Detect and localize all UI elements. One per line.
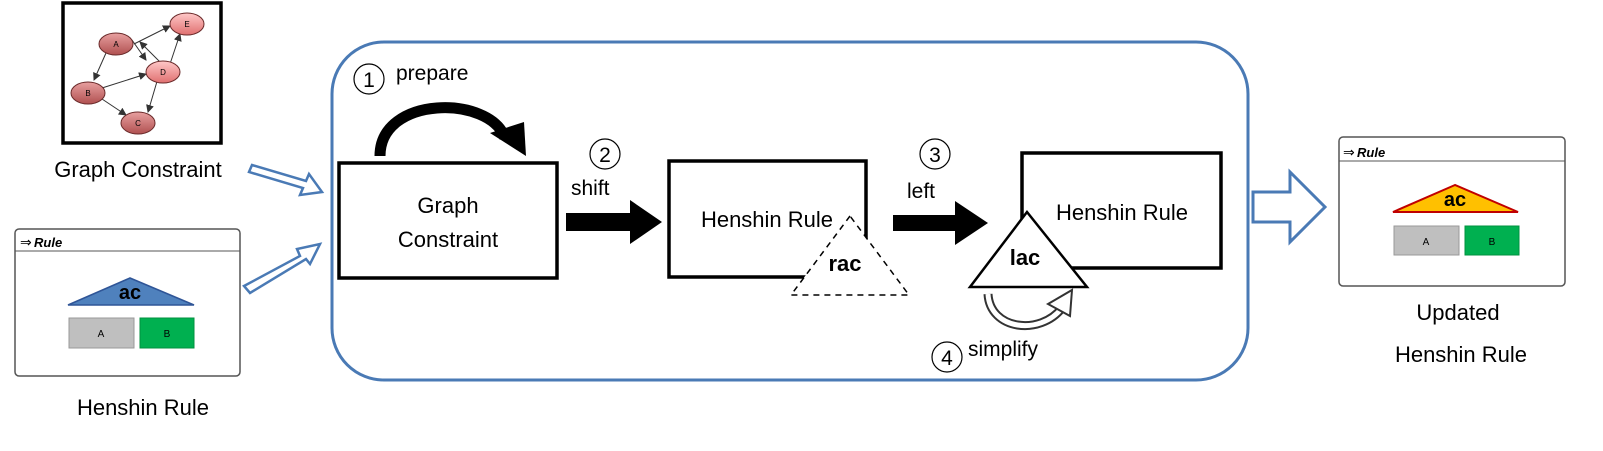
input-graph-label: Graph Constraint — [54, 157, 222, 182]
graph-node-a: A — [98, 32, 134, 56]
svg-text:C: C — [135, 119, 141, 128]
shift-arrow — [566, 200, 662, 244]
input-node-b — [139, 317, 195, 349]
rac-label: rac — [828, 251, 861, 276]
input-ac-triangle — [67, 277, 195, 306]
left-arrow — [893, 201, 988, 245]
lac-triangle — [967, 209, 1090, 289]
output-label-line1: Updated — [1416, 300, 1499, 325]
step-2-number: 2 — [599, 144, 611, 167]
rule-arrow-icon: ⇒ — [20, 234, 32, 250]
input-ac-label: ac — [119, 282, 141, 304]
step-3-number: 3 — [929, 144, 941, 167]
step-2-number-circle — [589, 138, 621, 170]
step-1: 1 prepare — [353, 62, 468, 95]
output-ac-label: ac — [1444, 189, 1466, 211]
henshin-rule-2-label: Henshin Rule — [1056, 200, 1188, 225]
graph-edges — [93, 25, 182, 116]
input-arrow-rule — [242, 242, 323, 295]
step-1-number: 1 — [363, 69, 375, 92]
input-rule-header: Rule — [34, 235, 62, 250]
simplify-loop-arrow — [983, 288, 1074, 331]
prepare-loop-arrow — [374, 102, 526, 157]
step-1-number-circle — [353, 63, 385, 95]
rac-triangle — [789, 214, 911, 296]
step-2-label: shift — [571, 177, 610, 200]
step-4: 4 simplify — [931, 338, 1039, 373]
step-2: 2 shift — [571, 138, 621, 200]
input-rule-label: Henshin Rule — [77, 395, 209, 420]
graph-node-b: B — [70, 81, 106, 105]
svg-text:D: D — [160, 68, 166, 77]
input-graph-constraint: A E D B C Graph Constraint — [54, 1, 223, 182]
graph-constraint-line2: Constraint — [398, 227, 498, 252]
graph-constraint-line1: Graph — [417, 193, 478, 218]
henshin-rule-box-1: Henshin Rule rac — [667, 159, 911, 296]
input-henshin-rule: ⇒ Rule ac A B Henshin Rule — [14, 228, 241, 420]
output-ac-triangle — [1392, 183, 1519, 213]
lac-label: lac — [1010, 245, 1041, 270]
output-rule-header: Rule — [1357, 145, 1385, 160]
output-node-b-label: B — [1489, 237, 1496, 248]
step-3-number-circle — [919, 138, 951, 170]
graph-node-c: C — [120, 111, 156, 135]
output-henshin-rule: ⇒ Rule ac A B Updated Henshin Rule — [1338, 136, 1566, 367]
step-4-number: 4 — [941, 347, 953, 370]
input-node-a — [68, 317, 135, 349]
step-1-label: prepare — [396, 62, 468, 85]
graph-constraint-box: Graph Constraint — [337, 161, 559, 280]
graph-node-e: E — [169, 12, 205, 36]
output-label-line2: Henshin Rule — [1395, 342, 1527, 367]
input-arrow-graph — [247, 163, 325, 197]
svg-text:A: A — [113, 40, 119, 49]
graph-node-d: D — [145, 60, 181, 84]
step-3-label: left — [907, 180, 935, 203]
step-4-label: simplify — [968, 338, 1039, 361]
process-frame — [330, 40, 1250, 382]
output-node-a — [1393, 225, 1460, 256]
svg-text:E: E — [184, 20, 189, 29]
step-3: 3 left — [907, 138, 951, 203]
input-node-a-label: A — [98, 329, 105, 340]
output-rule-arrow-icon: ⇒ — [1343, 144, 1355, 160]
output-arrow — [1251, 168, 1328, 246]
henshin-rule-1-label: Henshin Rule — [701, 207, 833, 232]
step-4-number-circle — [931, 341, 963, 373]
output-node-b — [1464, 225, 1520, 256]
svg-text:B: B — [85, 89, 90, 98]
input-node-b-label: B — [164, 329, 171, 340]
output-node-a-label: A — [1423, 237, 1430, 248]
henshin-rule-box-2: Henshin Rule lac — [967, 151, 1223, 289]
